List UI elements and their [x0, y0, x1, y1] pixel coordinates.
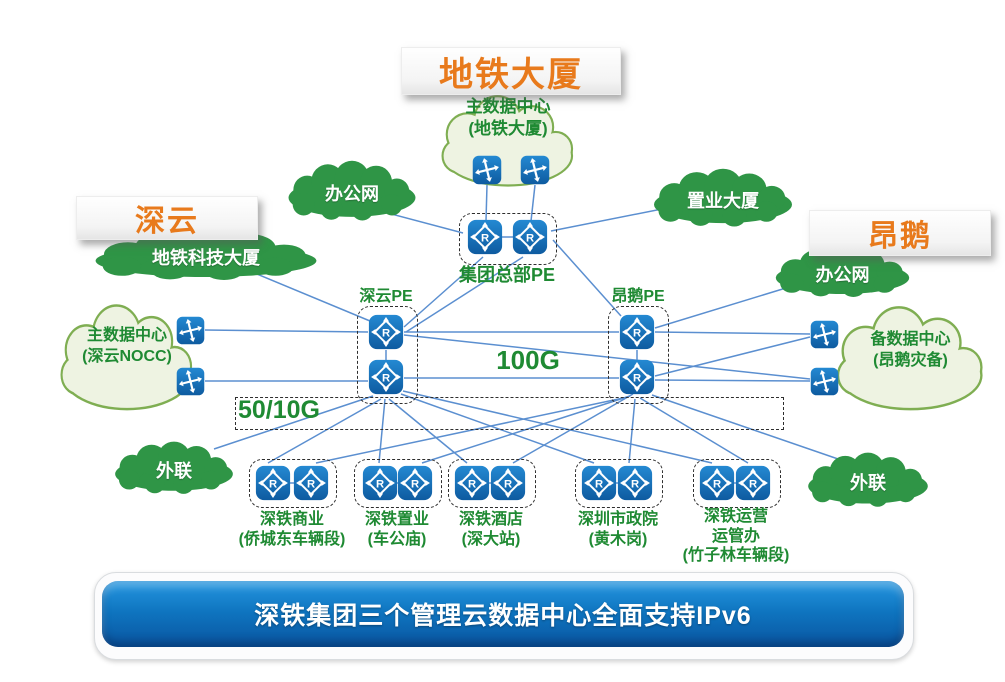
router-icon [735, 465, 771, 501]
site-box-shentie-shangye [249, 459, 337, 508]
site-label-shentie-jiudian: 深铁酒店 (深大站) [458, 511, 523, 548]
site-label-shentie-zhiye: 深铁置业 (车公庙) [364, 511, 429, 548]
hq-pe-label: 集团总部PE [458, 265, 555, 285]
router-icon [397, 465, 433, 501]
layer3-switch-icon [472, 155, 502, 185]
backbone-bandwidth-label: 100G [496, 345, 560, 375]
router-icon [512, 219, 548, 255]
router-icon [255, 465, 291, 501]
banner-metro-tower: 地铁大厦 [401, 47, 621, 95]
router-icon [617, 465, 653, 501]
cloud-metro-tech-tower: 地铁科技大厦 [86, 229, 326, 283]
site-box-shentie-jiudian [448, 459, 536, 508]
shenyun-pe-label: 深云PE [359, 288, 413, 305]
cloud-office-net-right: 办公网 [770, 246, 915, 300]
ange-pe-label: 昂鹅PE [611, 288, 665, 305]
cloud-dc-main-shenyun: 主数据中心 (深云NOCC) [57, 296, 197, 412]
banner-metro-tower-label: 地铁大厦 [439, 55, 583, 94]
cloud-dc-main-metro-label: 主数据中心 (地铁大厦) [465, 97, 551, 139]
site-label-shentie-yunying: 深铁运营 运管办 (竹子林车辆段) [682, 508, 790, 565]
banner-shenyun-label: 深云 [135, 205, 199, 238]
site-box-shenzhen-shizhengyuan [575, 459, 663, 508]
router-icon [293, 465, 329, 501]
banner-ange: 昂鹅 [809, 210, 991, 256]
layer3-switch-icon [810, 320, 839, 349]
layer3-switch-icon [810, 367, 839, 396]
router-icon [490, 465, 526, 501]
footer-title: 深铁集团三个管理云数据中心全面支持IPv6 [254, 602, 752, 630]
cloud-zhiye-tower: 置业大厦 [648, 168, 798, 230]
router-icon [454, 465, 490, 501]
cloud-dc-backup-ange: 备数据中心 (昂鹅灾备) [833, 298, 988, 412]
banner-ange-label: 昂鹅 [868, 220, 932, 253]
hq-pe-group-box [459, 213, 557, 265]
cloud-metro-tech-tower-label: 地铁科技大厦 [152, 248, 260, 268]
layer3-switch-icon [176, 316, 205, 345]
cloud-external-left: 外联 [110, 441, 238, 497]
router-icon [619, 314, 655, 350]
router-icon [368, 314, 404, 350]
cloud-dc-main-shenyun-label: 主数据中心 (深云NOCC) [82, 327, 172, 365]
cloud-office-net-left-label: 办公网 [325, 184, 379, 204]
cloud-dc-backup-ange-label: 备数据中心 (昂鹅灾备) [870, 331, 951, 369]
router-icon [368, 359, 404, 395]
router-icon [467, 219, 503, 255]
router-icon [362, 465, 398, 501]
cloud-external-left-label: 外联 [156, 461, 192, 481]
shenyun-pe-group-box [357, 306, 418, 404]
ange-pe-group-box [608, 306, 669, 404]
layer3-switch-icon [520, 155, 550, 185]
cloud-office-net-right-label: 办公网 [815, 265, 870, 285]
router-icon [619, 359, 655, 395]
layer3-switch-icon [176, 367, 205, 396]
cloud-zhiye-tower-label: 置业大厦 [687, 191, 759, 211]
site-box-shentie-zhiye [354, 459, 442, 508]
router-icon [581, 465, 617, 501]
cloud-external-right-label: 外联 [850, 473, 886, 493]
banner-shenyun: 深云 [76, 196, 258, 240]
cloud-office-net-left: 办公网 [283, 160, 421, 224]
site-label-shenzhen-shizhengyuan: 深圳市政院 (黄木岗) [577, 511, 658, 548]
access-links-box [235, 397, 784, 430]
access-bandwidth-label: 50/10G [238, 396, 321, 424]
site-label-shentie-shangye: 深铁商业 (侨城东车辆段) [238, 511, 346, 548]
router-icon [699, 465, 735, 501]
cloud-external-right: 外联 [803, 452, 933, 510]
site-box-shentie-yunying [693, 459, 781, 508]
footer-banner: 深铁集团三个管理云数据中心全面支持IPv6 [102, 581, 904, 647]
cloud-dc-main-metro: 主数据中心 (地铁大厦) [438, 88, 578, 188]
